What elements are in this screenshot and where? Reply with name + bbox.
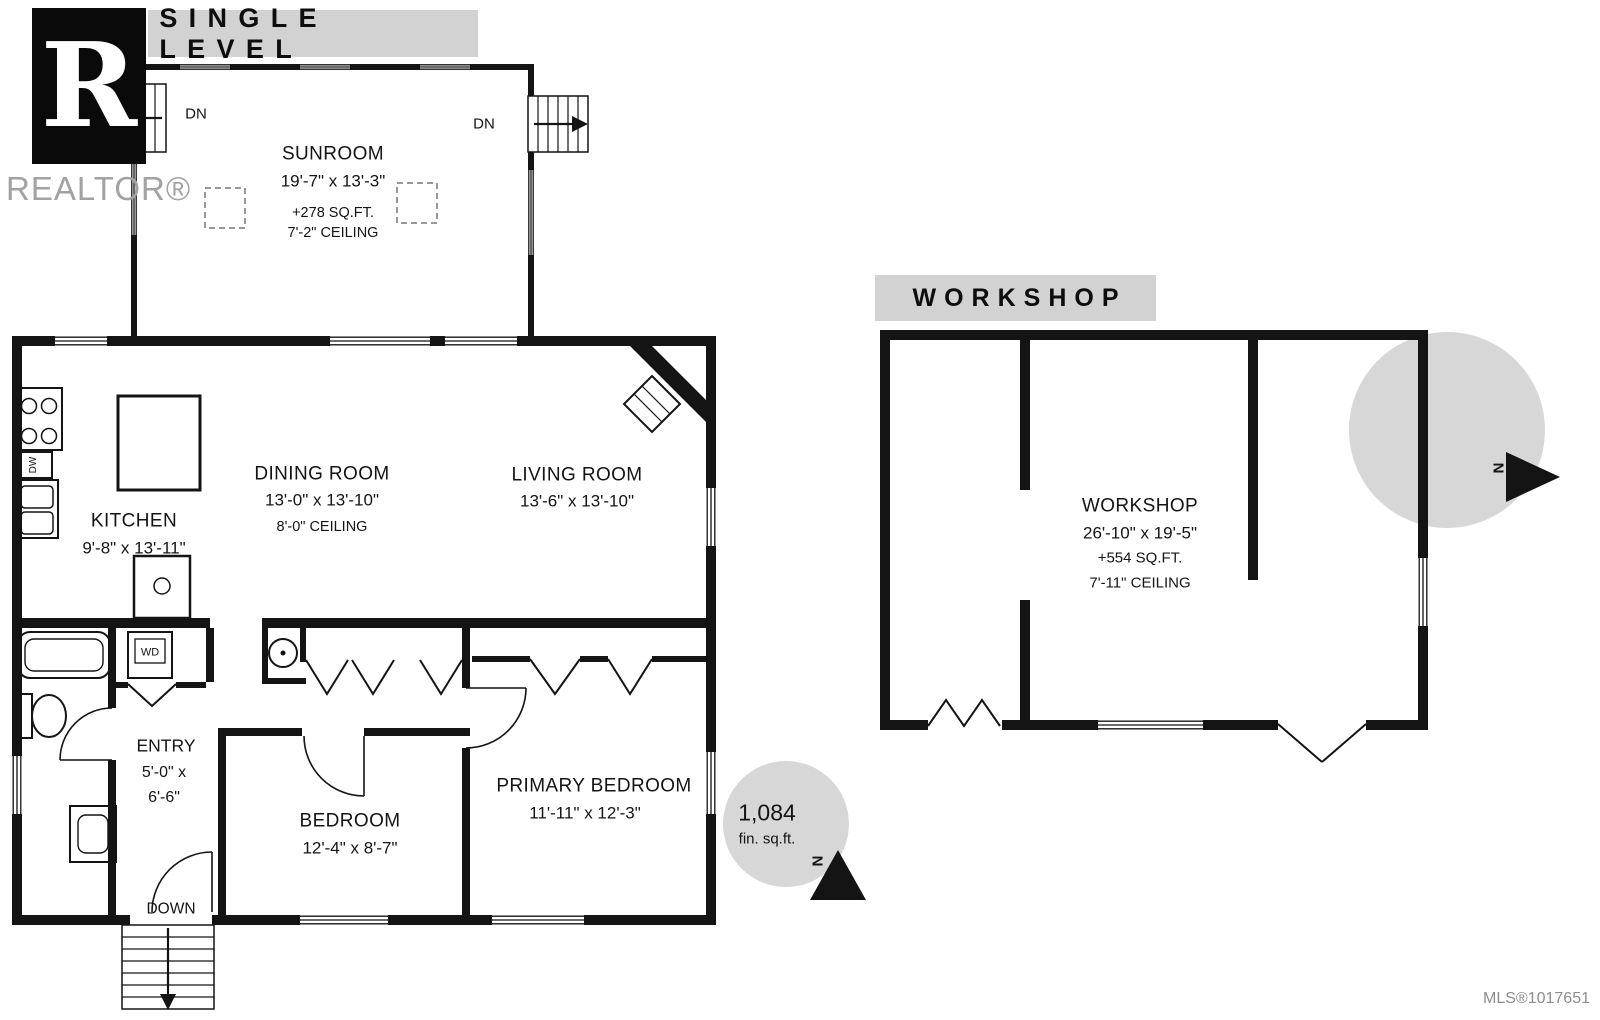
entry-name: ENTRY: [136, 735, 196, 756]
primary-bedroom-dims: 11'-11" x 12'-3": [529, 803, 641, 823]
main-interior-walls: [12, 618, 716, 915]
dn-right-label: DN: [473, 115, 495, 133]
sunroom-ceiling: 7'-2" CEILING: [287, 224, 379, 241]
realtor-logo-icon: R: [32, 8, 146, 164]
kitchen-dims: 9'-8" x 13'-11": [82, 538, 186, 558]
living-dims: 13'-6" x 13'-10": [519, 491, 635, 511]
finished-sqft-unit: fin. sq.ft.: [738, 830, 796, 848]
logo-letter: R: [40, 18, 138, 154]
north-arrow-main: [810, 850, 866, 900]
bedroom-dims: 12'-4" x 8'-7": [302, 838, 398, 858]
dishwasher-label: DW: [28, 456, 39, 474]
entry-dims-line2: 6'-6": [148, 789, 180, 806]
stove-icon: [15, 387, 63, 451]
sunroom-name: SUNROOM: [281, 143, 385, 165]
water-heater-icon: [268, 638, 298, 668]
entry-dims-line1: 5'-0" x: [141, 764, 187, 781]
workshop-ceiling: 7'-11" CEILING: [1089, 574, 1191, 592]
bathtub-icon: [17, 631, 111, 679]
kitchen-sink-icon: [15, 479, 59, 539]
windows: [12, 64, 716, 925]
workshop-compass-circle: [1349, 332, 1545, 528]
dishwasher-icon: [15, 451, 53, 479]
sunroom-dims: 19'-7" x 13'-3": [280, 171, 386, 191]
stairs-sunroom-right: [527, 95, 589, 153]
workshop-doors: [927, 698, 1367, 763]
dining-dims: 13'-0" x 13'-10": [264, 490, 380, 510]
sunroom-skylights: [204, 182, 438, 229]
workshop-windows: [1098, 558, 1428, 730]
bathroom-sink-icon: [69, 805, 117, 863]
down-label: DOWN: [146, 900, 196, 918]
workshop-title: WORKSHOP: [875, 275, 1156, 321]
workshop-dims: 26'-10" x 19'-5": [1082, 523, 1198, 543]
finished-sqft-value: 1,084: [738, 799, 796, 826]
doors: [59, 687, 527, 913]
area-badge-circle: [723, 761, 849, 887]
washer-dryer-label: WD: [140, 646, 160, 659]
washer-dryer-icon: [127, 631, 173, 679]
workshop-area: +554 SQ.FT.: [1097, 549, 1183, 567]
mls-number: MLS®1017651: [1483, 990, 1590, 1007]
dining-ceiling: 8'-0" CEILING: [276, 518, 368, 535]
kitchen-island: [116, 394, 202, 492]
realtor-wordmark: REALTOR®: [6, 170, 192, 207]
north-label-workshop: N: [1489, 462, 1507, 474]
workshop-name: WORKSHOP: [1081, 495, 1199, 517]
kitchen-name: KITCHEN: [90, 510, 178, 532]
kitchen-counter: [132, 554, 192, 620]
dn-left-label: DN: [185, 105, 207, 123]
primary-bedroom-name: PRIMARY BEDROOM: [496, 775, 692, 797]
plan-title: SINGLE LEVEL: [148, 3, 478, 64]
stairs-down: [121, 924, 215, 1010]
living-name: LIVING ROOM: [511, 464, 643, 486]
toilet-icon: [15, 693, 67, 739]
bedroom-name: BEDROOM: [299, 810, 401, 832]
closet-bifold-doors: [127, 658, 653, 708]
dining-name: DINING ROOM: [254, 463, 390, 485]
fireplace: [622, 346, 716, 434]
entry-door-gap: [130, 915, 212, 925]
sunroom-area: +278 SQ.FT.: [292, 204, 374, 221]
north-label-main: N: [808, 855, 826, 867]
north-arrow-workshop: [1506, 452, 1560, 502]
